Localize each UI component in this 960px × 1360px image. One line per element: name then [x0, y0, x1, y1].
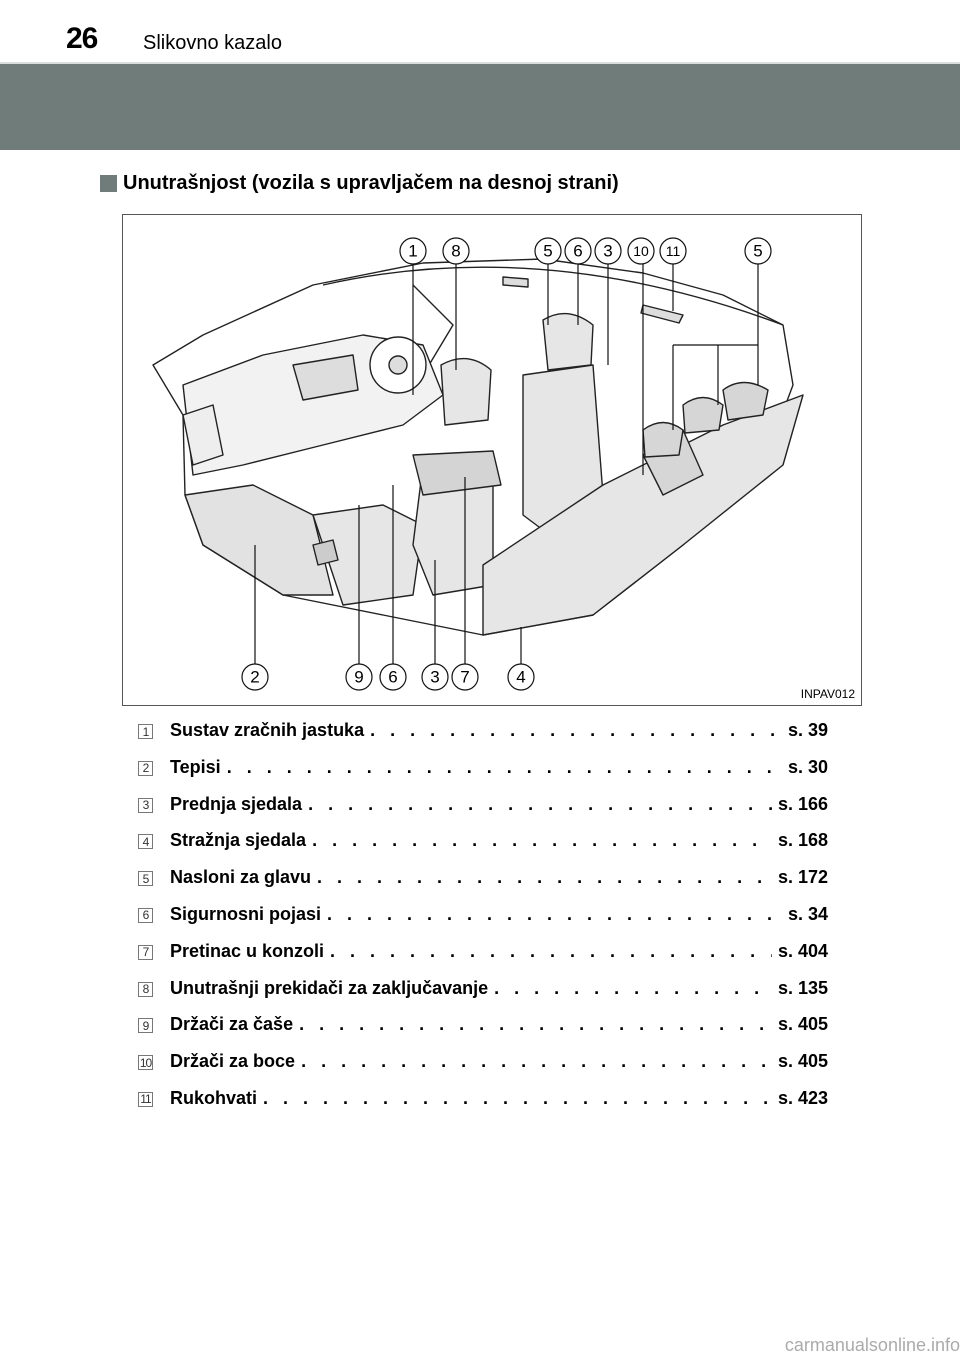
svg-text:5: 5: [753, 242, 762, 261]
section-heading: Unutrašnjost (vozila s upravljačem na de…: [100, 172, 619, 195]
legend-label: Držači za boce: [170, 1051, 296, 1072]
legend-number: 1: [138, 724, 153, 739]
leader-dots: [317, 867, 772, 888]
callout-3-bottom: 3: [421, 663, 449, 691]
section-title: Unutrašnjost (vozila s upravljačem na de…: [123, 172, 619, 194]
callout-9: 9: [345, 663, 373, 691]
legend-number: 8: [138, 981, 153, 997]
leader-dots: [327, 904, 782, 925]
leader-dots: [494, 978, 772, 999]
page-reference: s. 30: [787, 756, 828, 777]
callout-3: 3: [594, 237, 622, 265]
list-item: 1 Sustav zračnih jastuka s. 39: [138, 720, 828, 757]
leader-dots: [370, 720, 782, 741]
page-reference: s. 404: [777, 940, 828, 961]
callout-1: 1: [399, 237, 427, 265]
legend-number: 5: [138, 871, 153, 887]
figure-code: INPAV012: [800, 687, 855, 701]
legend-label: Tepisi: [170, 756, 221, 777]
interior-illustration: 1 8 5 6 3 10 11 5 2 9 6 3 7 4 INPAV012: [122, 214, 862, 706]
list-item: 5 Nasloni za glavu s. 172: [138, 867, 828, 904]
callout-7: 7: [451, 663, 479, 691]
svg-text:11: 11: [666, 243, 681, 259]
svg-text:7: 7: [460, 668, 469, 687]
callout-2: 2: [241, 663, 269, 691]
leader-dots: [312, 830, 772, 851]
legend-label: Držači za čaše: [170, 1014, 294, 1035]
legend-number: 4: [138, 834, 153, 850]
list-item: 8 Unutrašnji prekidači za zaključavanje s.…: [138, 978, 828, 1015]
watermark: carmanualsonline.info: [784, 1335, 960, 1355]
legend-label: Stražnja sjedala: [170, 830, 307, 851]
list-item: 2 Tepisi s. 30: [138, 757, 828, 794]
square-bullet-icon: [100, 175, 117, 192]
legend-number: 9: [138, 1018, 153, 1034]
legend-label: Sustav zračnih jastuka: [170, 720, 365, 740]
chapter-title: Slikovno kazalo: [143, 32, 282, 54]
page-reference: s. 34: [787, 903, 828, 924]
legend-number: 11: [138, 1091, 153, 1107]
legend-number: 7: [138, 944, 153, 960]
header-rule: [0, 62, 960, 65]
callout-6: 6: [564, 237, 592, 265]
leader-dots: [330, 941, 772, 962]
svg-text:1: 1: [408, 242, 417, 261]
callout-5: 5: [534, 237, 562, 265]
leader-dots: [263, 1088, 772, 1109]
page-reference: s. 166: [777, 793, 828, 814]
svg-text:6: 6: [573, 242, 582, 261]
page-reference: s. 168: [777, 830, 828, 851]
legend-label: Pretinac u konzoli: [170, 940, 325, 961]
callout-10: 10: [627, 237, 655, 265]
page-number: 26: [66, 22, 98, 55]
svg-text:8: 8: [451, 242, 460, 261]
svg-text:2: 2: [250, 668, 259, 687]
list-item: 7 Pretinac u konzoli s. 404: [138, 941, 828, 978]
svg-text:3: 3: [603, 242, 612, 261]
list-item: 9 Držači za čaše s. 405: [138, 1014, 828, 1051]
legend-number: 3: [138, 797, 153, 813]
leader-dots: [308, 794, 772, 815]
legend-label: Prednja sjedala: [170, 793, 303, 814]
legend-number: 10: [138, 1055, 153, 1071]
legend-list: 1 Sustav zračnih jastuka s. 39 2 Tepisi s. 3…: [138, 720, 828, 1125]
callout-11: 11: [659, 237, 687, 265]
page-reference: s. 405: [777, 1051, 828, 1072]
legend-label: Unutrašnji prekidači za zaključavanje: [170, 977, 489, 998]
svg-text:4: 4: [516, 668, 525, 687]
list-item: 10 Držači za boce s. 405: [138, 1051, 828, 1088]
legend-label: Sigurnosni pojasi: [170, 903, 322, 924]
svg-text:3: 3: [430, 668, 439, 687]
page-reference: s. 423: [777, 1087, 828, 1108]
page-reference: s. 39: [787, 720, 828, 740]
leader-dots: [301, 1051, 772, 1072]
page-reference: s. 135: [777, 977, 828, 998]
legend-number: 6: [138, 907, 153, 923]
callout-5-rear: 5: [744, 237, 772, 265]
callout-4: 4: [507, 663, 535, 691]
legend-number: 2: [138, 760, 153, 776]
callout-8: 8: [442, 237, 470, 265]
svg-text:5: 5: [543, 242, 552, 261]
svg-text:9: 9: [354, 668, 363, 687]
leader-dots: [227, 757, 782, 778]
page-header: 26 Slikovno kazalo: [0, 0, 960, 64]
page-reference: s. 172: [777, 867, 828, 888]
svg-text:6: 6: [388, 668, 397, 687]
car-interior-drawing: 1 8 5 6 3 10 11 5 2 9 6 3 7 4: [152, 237, 804, 691]
list-item: 3 Prednja sjedala s. 166: [138, 794, 828, 831]
legend-label: Nasloni za glavu: [170, 867, 312, 888]
svg-text:10: 10: [633, 243, 649, 259]
callout-6-bottom: 6: [379, 663, 407, 691]
leader-dots: [299, 1014, 772, 1035]
list-item: 11 Rukohvati s. 423: [138, 1088, 828, 1125]
page-reference: s. 405: [777, 1014, 828, 1035]
list-item: 6 Sigurnosni pojasi s. 34: [138, 904, 828, 941]
legend-label: Rukohvati: [170, 1087, 258, 1108]
header-band: [0, 64, 960, 150]
list-item: 4 Stražnja sjedala s. 168: [138, 830, 828, 867]
